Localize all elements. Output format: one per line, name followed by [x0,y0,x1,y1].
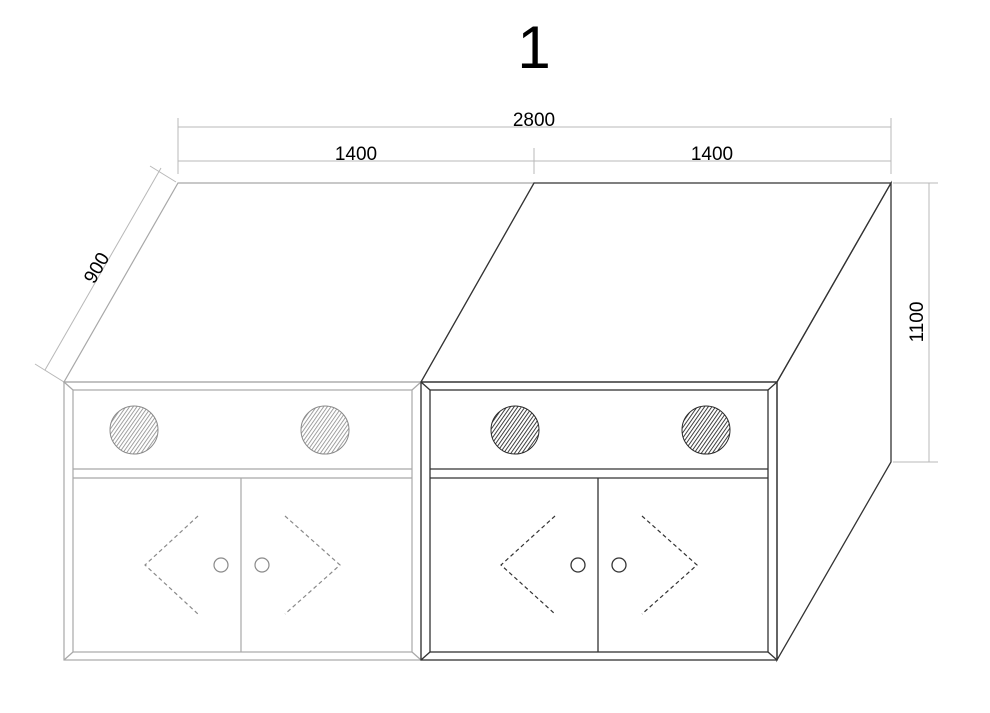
round-knurled-handle-icon [681,405,731,455]
right-unit-right-door[interactable] [611,515,698,615]
cabinet-side-panel [776,180,892,663]
dashed-hinge-arrow-icon [284,515,341,615]
left-unit-right-door[interactable] [254,515,341,615]
right-width-label: 1400 [691,144,733,165]
height-label: 1100 [907,302,928,343]
round-knob-icon [570,557,586,573]
total-width-label: 2800 [513,110,555,131]
right-cabinet-unit [420,381,778,661]
round-knurled-handle-icon [490,405,540,455]
dashed-hinge-arrow-icon [500,515,556,615]
dimension-height: 1100 [893,182,938,463]
round-knurled-handle-icon [109,405,159,455]
round-knurled-handle-icon [300,405,350,455]
round-knob-icon [213,557,229,573]
depth-label: 900 [80,249,114,287]
cabinet-top-left [62,182,536,383]
dashed-hinge-arrow-icon [144,515,199,615]
dimension-total-width: 2800 [177,110,892,174]
round-knob-icon [254,557,270,573]
dashed-hinge-arrow-icon [641,515,698,615]
figure-number: 1 [517,14,550,81]
round-knob-icon [611,557,627,573]
cabinet-top-right [419,182,893,383]
dimension-left-width: 1400 [178,144,535,174]
dimension-right-width: 1400 [534,144,891,165]
left-cabinet-unit [63,381,422,661]
left-width-label: 1400 [335,144,377,165]
dimension-depth: 900 [34,165,177,383]
right-drawer[interactable] [490,405,731,455]
left-unit-left-door[interactable] [144,515,229,615]
right-unit-left-door[interactable] [500,515,586,615]
left-drawer[interactable] [109,405,350,455]
